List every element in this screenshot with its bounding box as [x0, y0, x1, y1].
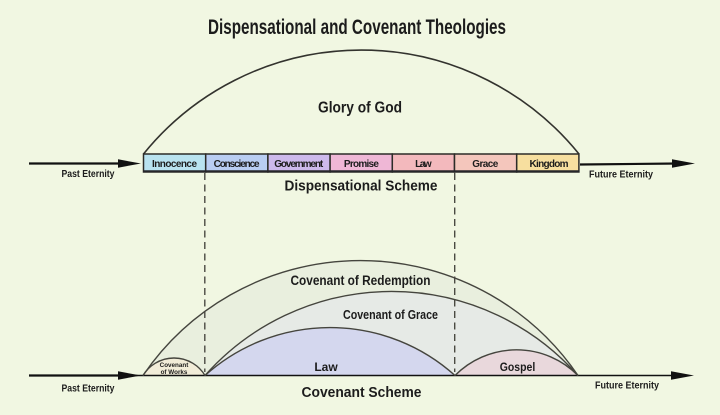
- svg-text:Dispensational and Covenant Th: Dispensational and Covenant Theologies: [208, 15, 506, 39]
- svg-text:Law: Law: [415, 159, 432, 170]
- svg-text:Covenant of Redemption: Covenant of Redemption: [291, 273, 431, 288]
- svg-text:Conscience: Conscience: [214, 159, 260, 170]
- svg-text:Future Eternity: Future Eternity: [589, 170, 653, 181]
- svg-text:of Works: of Works: [161, 369, 188, 376]
- svg-text:Grace: Grace: [472, 159, 498, 170]
- svg-text:Covenant Scheme: Covenant Scheme: [302, 385, 422, 401]
- svg-text:Glory of God: Glory of God: [318, 100, 402, 117]
- svg-text:Dispensational Scheme: Dispensational Scheme: [285, 179, 438, 195]
- svg-text:Past Eternity: Past Eternity: [62, 384, 115, 395]
- svg-text:Past Eternity: Past Eternity: [62, 169, 115, 180]
- svg-text:Gospel: Gospel: [500, 360, 536, 374]
- svg-text:Future Eternity: Future Eternity: [595, 381, 659, 392]
- svg-text:Kingdom: Kingdom: [530, 159, 569, 170]
- svg-text:Covenant of Grace: Covenant of Grace: [343, 307, 438, 322]
- svg-text:Promise: Promise: [344, 159, 379, 170]
- svg-text:Government: Government: [274, 159, 324, 170]
- svg-text:Covenant: Covenant: [160, 362, 190, 369]
- svg-text:Innocence: Innocence: [152, 159, 197, 170]
- svg-text:Law: Law: [314, 360, 338, 374]
